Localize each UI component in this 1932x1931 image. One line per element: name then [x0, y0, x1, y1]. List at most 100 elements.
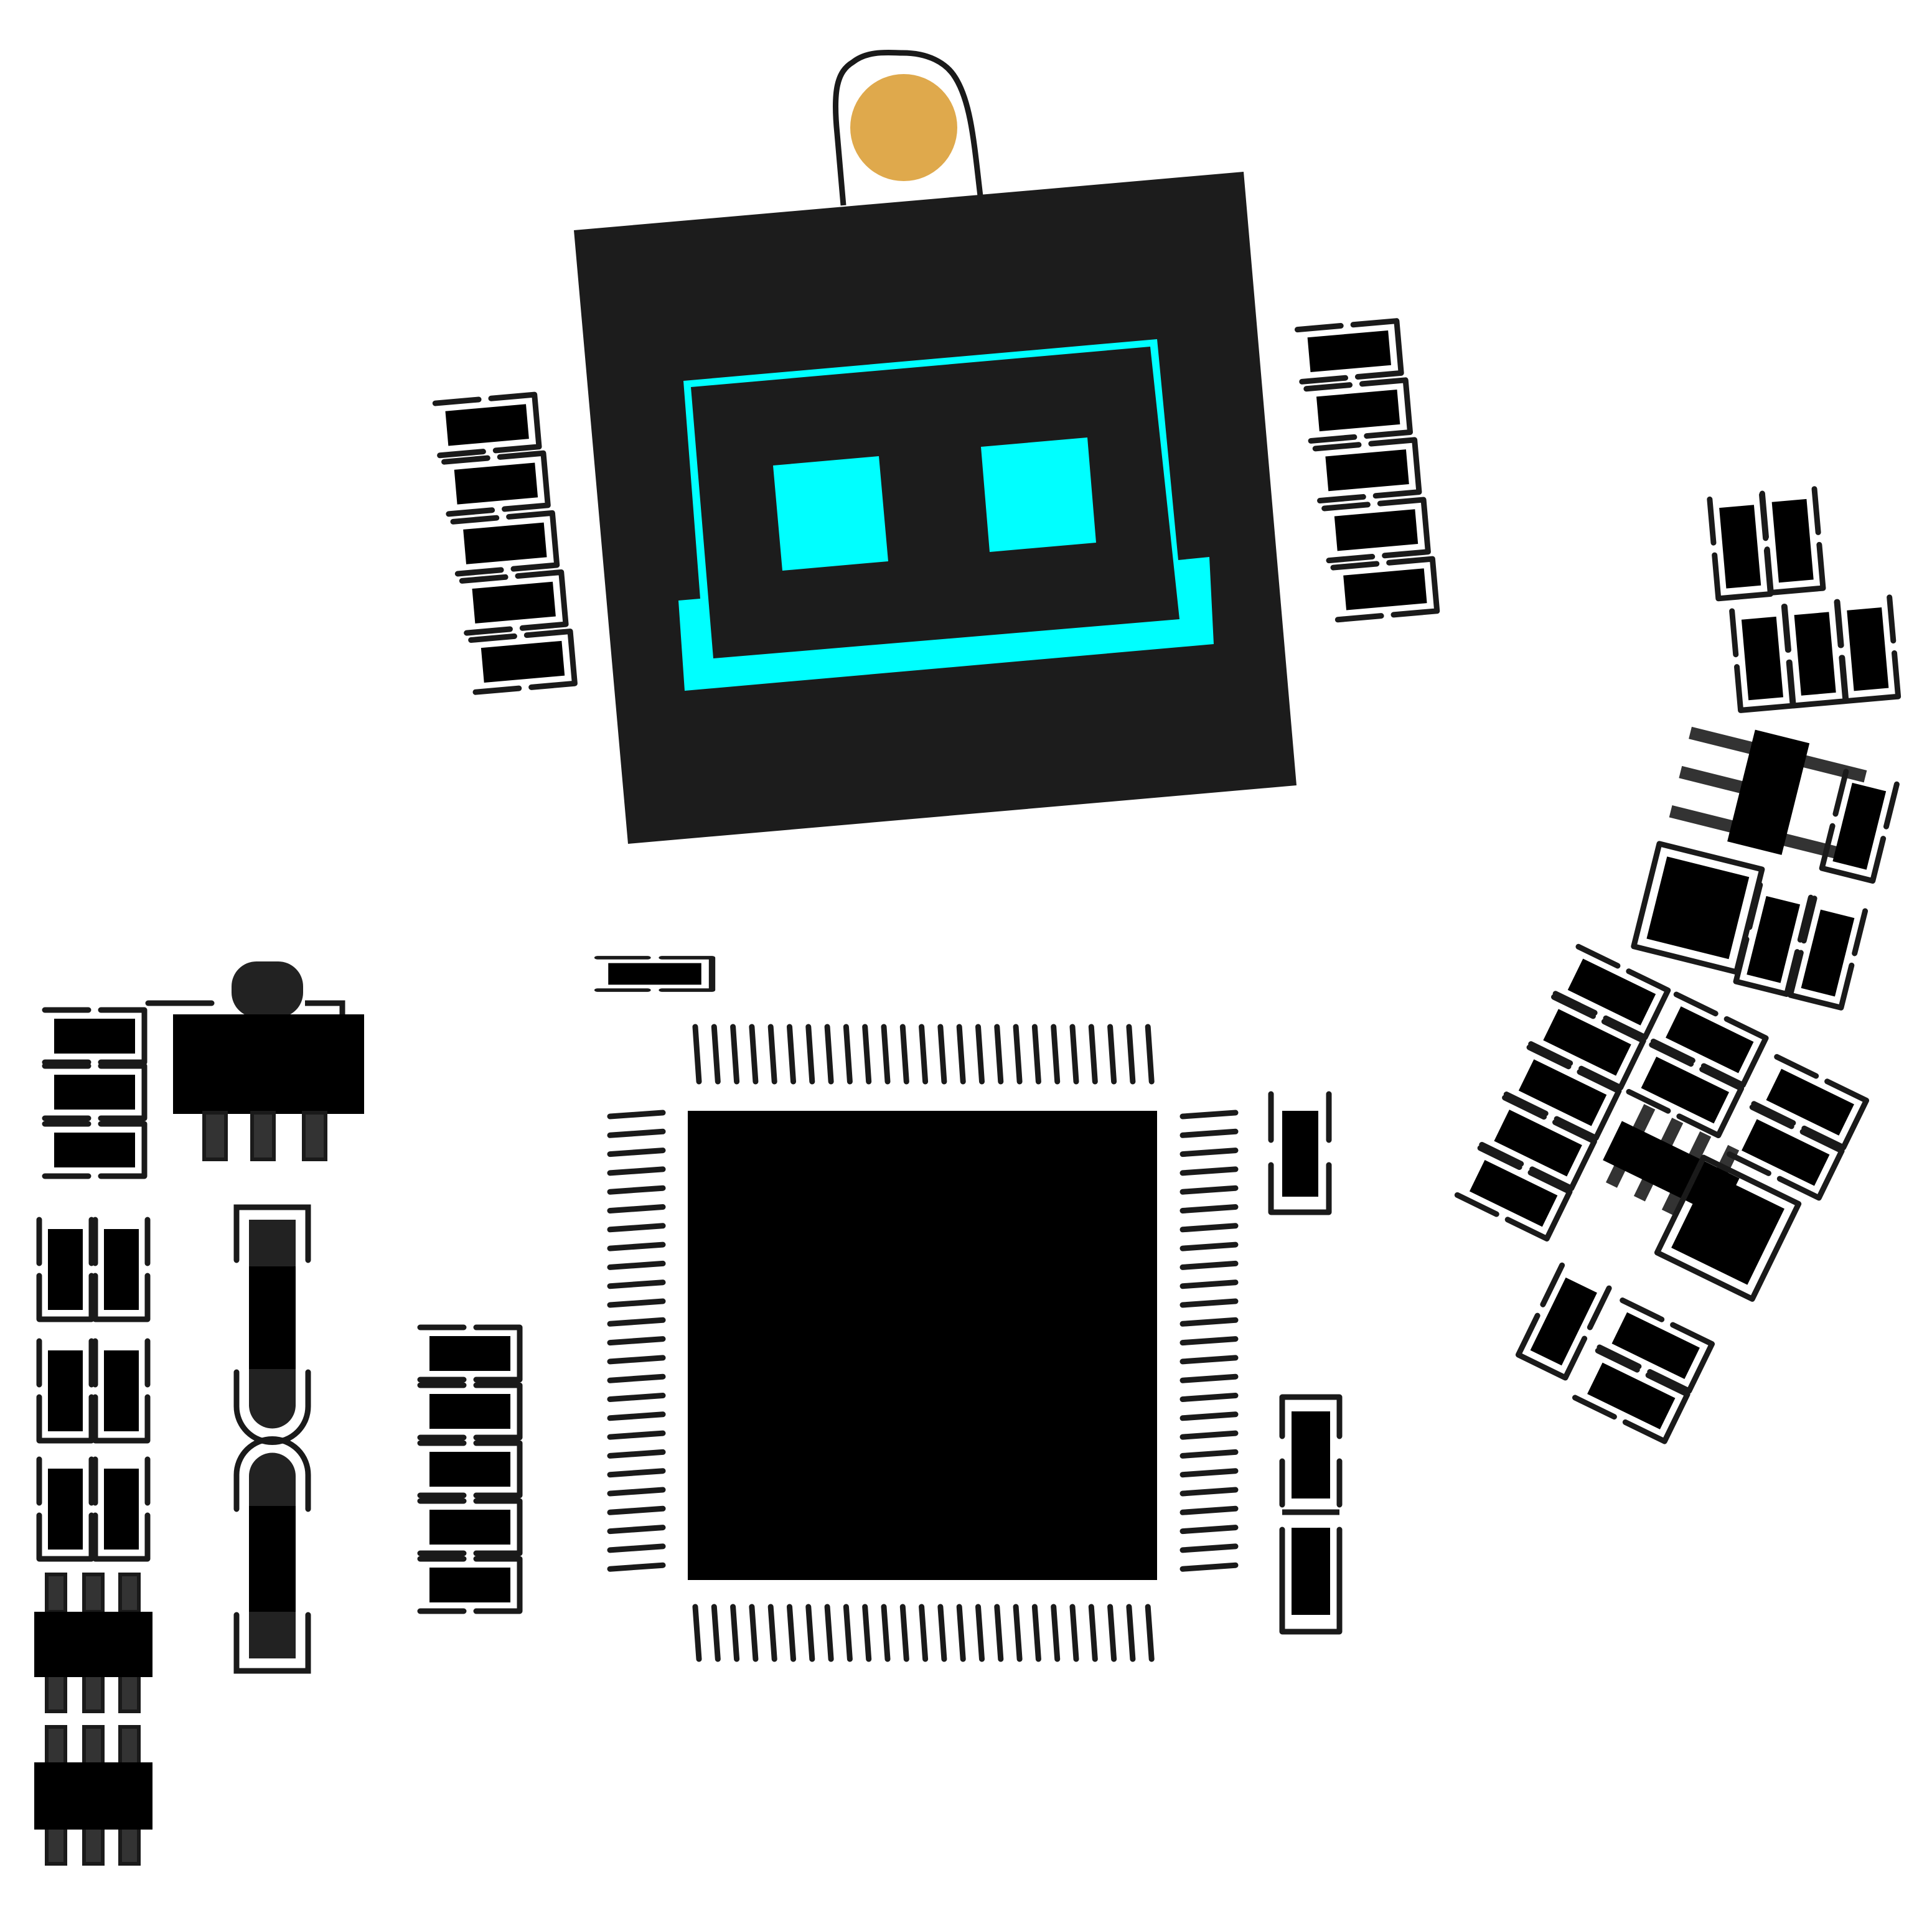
- mounting-hole: [850, 74, 957, 181]
- top-small-capacitor: [598, 958, 712, 990]
- sot23-array-top: [34, 1573, 152, 1713]
- qfp-body: [688, 1111, 1157, 1580]
- qfp-pin-right-9: [1179, 1260, 1239, 1270]
- qfp-pin-top-16: [975, 1024, 985, 1085]
- rotated-sot-group: [1631, 726, 1901, 1008]
- qfp-pin-right-19: [1179, 1449, 1239, 1459]
- qfp-pin-bottom-24: [1126, 1604, 1136, 1662]
- qfp-ic: [607, 1024, 1239, 1662]
- qfp-pin-left-21: [607, 1487, 666, 1497]
- left-top-resistor-stack: [45, 1000, 215, 1176]
- qfp-pin-bottom-22: [1088, 1604, 1098, 1662]
- qfp-pin-bottom-18: [1013, 1604, 1023, 1662]
- qfp-pin-right-24: [1179, 1543, 1239, 1553]
- qfp-pin-left-2: [607, 1128, 666, 1138]
- qfp-pin-left-8: [607, 1241, 666, 1251]
- qfp-pin-left-20: [607, 1468, 666, 1478]
- qfp-pin-top-7: [805, 1024, 815, 1085]
- qfp-pin-left-23: [607, 1525, 666, 1535]
- axial-diode-pair: [233, 1204, 311, 1674]
- qfp-pin-right-21: [1179, 1487, 1239, 1497]
- sot223-regulator: [173, 961, 364, 1161]
- qfp-pin-bottom-25: [1145, 1604, 1155, 1662]
- qfp-pin-bottom-4: [749, 1604, 759, 1662]
- qfp-pin-right-8: [1179, 1241, 1239, 1251]
- qfp-pin-top-12: [899, 1024, 909, 1085]
- qfp-pin-bottom-3: [730, 1604, 740, 1662]
- qfp-pin-left-24: [607, 1543, 666, 1553]
- qfp-pin-left-9: [607, 1260, 666, 1270]
- qfp-pin-bottom-17: [994, 1604, 1004, 1662]
- antenna-pad-left: [773, 456, 888, 571]
- qfp-pin-right-16: [1179, 1393, 1239, 1402]
- qfp-pin-right-11: [1179, 1298, 1239, 1308]
- qfp-pin-bottom-15: [956, 1604, 966, 1662]
- qfp-pin-bottom-1: [692, 1604, 702, 1662]
- qfp-pin-left-22: [607, 1505, 666, 1515]
- qfp-pin-bottom-7: [805, 1604, 815, 1662]
- qfp-pin-right-2: [1179, 1128, 1239, 1138]
- qfp-pin-left-1: [607, 1110, 666, 1120]
- qfp-pin-bottom-12: [899, 1604, 909, 1662]
- qfp-pin-left-5: [607, 1185, 666, 1195]
- qfp-right-capacitor-top: [1268, 1091, 1332, 1215]
- qfp-pin-top-17: [994, 1024, 1004, 1085]
- qfp-pin-top-15: [956, 1024, 966, 1085]
- qfp-pin-left-13: [607, 1336, 666, 1346]
- qfp-pin-right-22: [1179, 1505, 1239, 1515]
- qfp-pin-bottom-23: [1107, 1604, 1117, 1662]
- qfp-left-resistor-stack: [420, 1327, 520, 1611]
- qfp-pin-left-16: [607, 1393, 666, 1402]
- qfp-pin-bottom-16: [975, 1604, 985, 1662]
- qfp-pin-top-2: [711, 1024, 721, 1085]
- qfp-pin-top-10: [862, 1024, 872, 1085]
- qfp-pin-top-24: [1126, 1024, 1136, 1085]
- qfp-pin-top-20: [1051, 1024, 1061, 1085]
- qfp-pin-right-15: [1179, 1373, 1239, 1383]
- qfp-pin-left-19: [607, 1449, 666, 1459]
- qfp-pin-top-22: [1088, 1024, 1098, 1085]
- qfp-pin-top-21: [1069, 1024, 1079, 1085]
- qfp-pin-left-17: [607, 1411, 666, 1421]
- qfp-top-pins: [692, 1024, 1155, 1085]
- qfp-pin-top-13: [919, 1024, 929, 1085]
- qfp-right-capacitor-pair: [1279, 1394, 1343, 1635]
- qfp-pin-left-11: [607, 1298, 666, 1308]
- qfp-pin-bottom-6: [787, 1604, 796, 1662]
- qfp-pin-top-19: [1031, 1024, 1041, 1085]
- left-vertical-capacitor-grid: [39, 1220, 148, 1559]
- qfp-pin-right-12: [1179, 1317, 1239, 1327]
- qfp-pin-top-8: [824, 1024, 834, 1085]
- qfp-pin-right-6: [1179, 1204, 1239, 1213]
- top-right-capacitor-group: [1710, 484, 1898, 712]
- qfp-pin-right-13: [1179, 1336, 1239, 1346]
- qfp-pin-top-14: [937, 1024, 947, 1085]
- qfp-pin-right-7: [1179, 1223, 1239, 1233]
- qfp-pin-left-7: [607, 1223, 666, 1233]
- qfp-pin-bottom-2: [711, 1604, 721, 1662]
- qfp-pin-top-5: [767, 1024, 777, 1085]
- qfp-pin-top-4: [749, 1024, 759, 1085]
- module-left-resistor-stack: [435, 393, 574, 693]
- qfp-pin-top-6: [787, 1024, 796, 1085]
- qfp-pin-top-25: [1145, 1024, 1155, 1085]
- module-right-resistor-stack: [1297, 320, 1437, 621]
- qfp-pin-right-4: [1179, 1166, 1239, 1176]
- qfp-pin-left-14: [607, 1355, 666, 1365]
- qfp-pin-bottom-19: [1031, 1604, 1041, 1662]
- qfp-pin-right-14: [1179, 1355, 1239, 1365]
- qfp-pin-right-20: [1179, 1468, 1239, 1478]
- qfp-pin-right-1: [1179, 1110, 1239, 1120]
- qfp-pin-bottom-11: [881, 1604, 891, 1662]
- qfp-pin-right-23: [1179, 1525, 1239, 1535]
- qfp-pin-top-3: [730, 1024, 740, 1085]
- qfp-pin-bottom-21: [1069, 1604, 1079, 1662]
- rotated-bottom-caps: [1512, 1265, 1714, 1441]
- antenna-inner: [691, 347, 1179, 658]
- qfp-pin-left-4: [607, 1166, 666, 1176]
- qfp-pin-left-3: [607, 1148, 666, 1157]
- qfp-pin-right-25: [1179, 1562, 1239, 1572]
- qfp-pin-left-12: [607, 1317, 666, 1327]
